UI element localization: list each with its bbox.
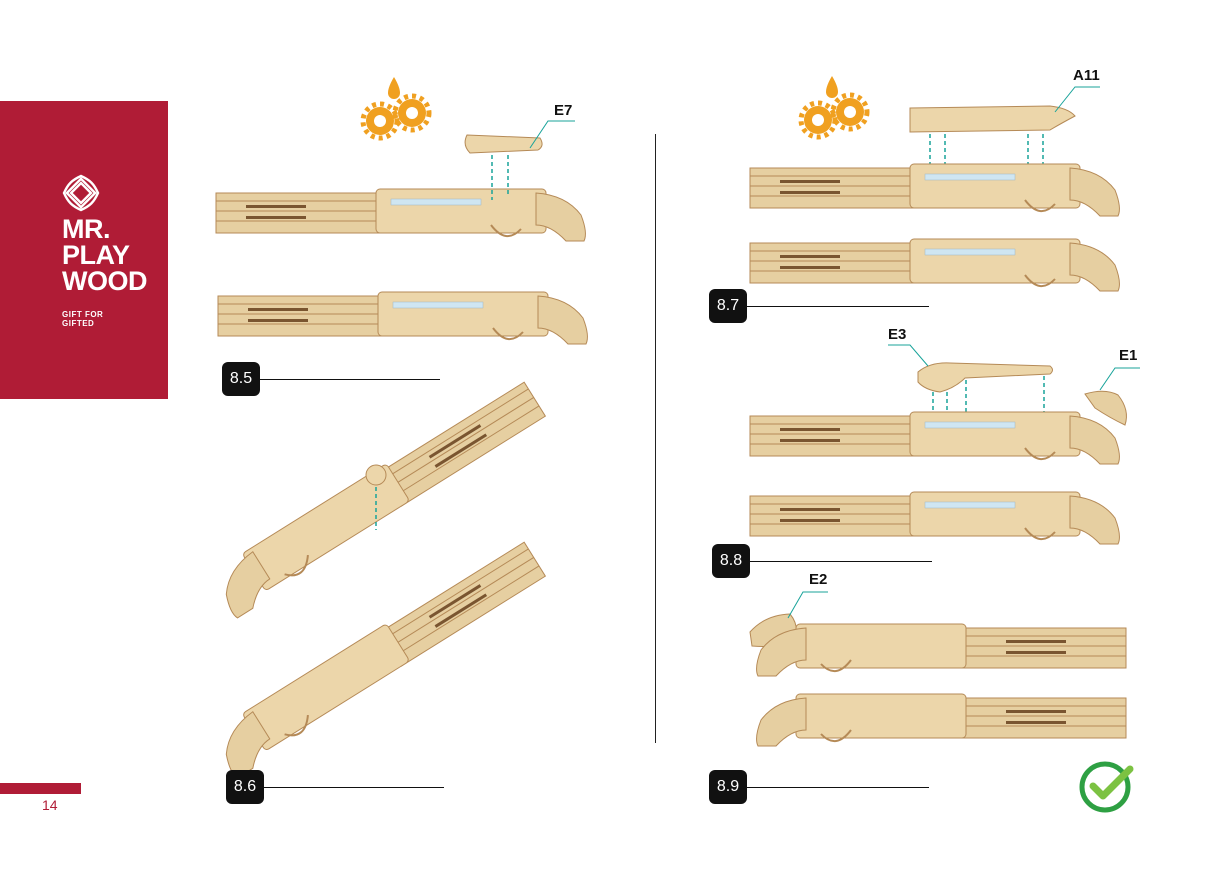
checkmark-circle-icon bbox=[1079, 761, 1134, 813]
step-underline bbox=[750, 561, 932, 562]
oil-gears-icon bbox=[363, 77, 429, 138]
oil-gears-icon bbox=[801, 76, 867, 137]
step-underline bbox=[264, 787, 444, 788]
brand-tagline: GIFT FOR GIFTED bbox=[62, 310, 104, 328]
brand-logo-icon bbox=[62, 174, 100, 212]
step-underline bbox=[747, 306, 929, 307]
page-number: 14 bbox=[42, 797, 58, 813]
step-badge: 8.8 bbox=[712, 544, 750, 578]
step-underline bbox=[260, 379, 440, 380]
part-label-a11: A11 bbox=[1073, 67, 1100, 84]
part-label-e3: E3 bbox=[888, 326, 907, 343]
step-badge: 8.9 bbox=[709, 770, 747, 804]
step-badge: 8.5 bbox=[222, 362, 260, 396]
part-label-e2: E2 bbox=[809, 571, 828, 588]
step-underline bbox=[747, 787, 929, 788]
brand-name: MR. PLAY WOOD bbox=[62, 214, 148, 296]
column-divider bbox=[655, 134, 656, 743]
brand-panel bbox=[0, 101, 168, 399]
page-number-bar bbox=[0, 783, 81, 794]
step-badge: 8.6 bbox=[226, 770, 264, 804]
step-badge: 8.7 bbox=[709, 289, 747, 323]
part-label-e7: E7 bbox=[554, 102, 573, 119]
part-label-e1: E1 bbox=[1119, 347, 1138, 364]
